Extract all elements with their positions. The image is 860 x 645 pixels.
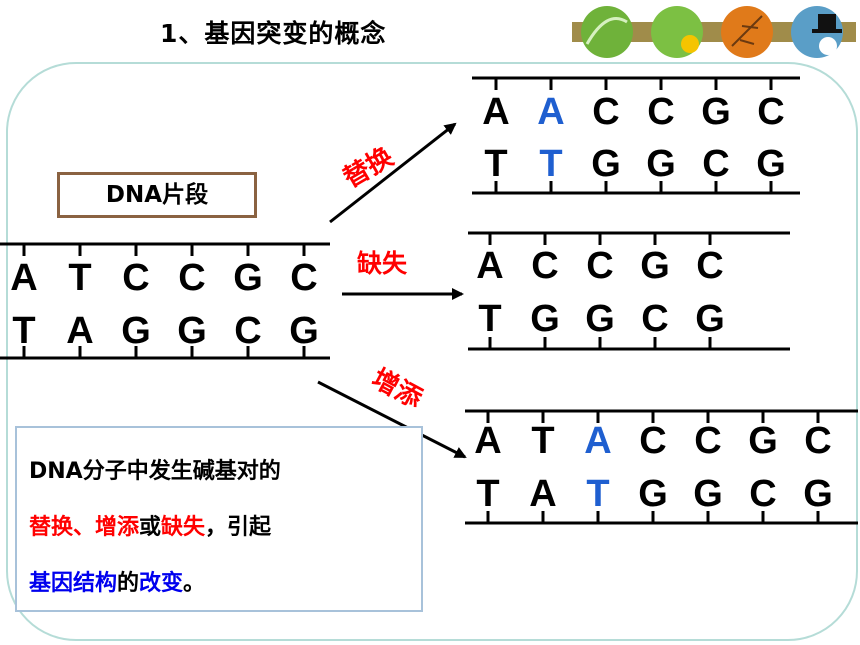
replace-label: 替换 — [339, 142, 400, 194]
description-line-1: DNA分子中发生碱基对的 — [29, 459, 281, 484]
description-box: DNA分子中发生碱基对的 替换、增添或缺失，引起 基因结构的改变。 — [15, 426, 423, 612]
bottom-base: T — [476, 473, 499, 515]
top-base: A — [10, 257, 37, 299]
top-base: C — [178, 257, 205, 299]
top-base: A — [584, 420, 611, 462]
top-base: C — [122, 257, 149, 299]
bottom-base: G — [646, 143, 676, 185]
bottom-base: A — [529, 473, 556, 515]
top-base: C — [586, 245, 613, 287]
top-base: G — [640, 245, 670, 287]
bottom-base: G — [756, 143, 786, 185]
bottom-base: G — [177, 310, 207, 352]
top-base: A — [482, 91, 509, 133]
top-base: C — [696, 245, 723, 287]
top-base: G — [748, 420, 778, 462]
bottom-base: G — [289, 310, 319, 352]
bottom-base: C — [749, 473, 776, 515]
insert-arrow — [317, 380, 467, 459]
bottom-base: C — [234, 310, 261, 352]
leaf-decoration — [572, 6, 856, 58]
top-base: C — [694, 420, 721, 462]
top-base: C — [639, 420, 666, 462]
bottom-base: G — [638, 473, 668, 515]
bottom-base: G — [585, 298, 615, 340]
top-base: G — [233, 257, 263, 299]
insert-label: 增添 — [367, 363, 428, 415]
bottom-base: C — [702, 143, 729, 185]
top-base: A — [474, 420, 501, 462]
top-base: A — [476, 245, 503, 287]
top-base: T — [68, 257, 91, 299]
top-base: C — [757, 91, 784, 133]
bottom-base: G — [695, 298, 725, 340]
top-base: C — [804, 420, 831, 462]
bottom-base: G — [121, 310, 151, 352]
bottom-base: G — [530, 298, 560, 340]
description-line-2: 替换、增添或缺失，引起 — [29, 515, 272, 540]
bottom-base: T — [478, 298, 501, 340]
top-base: C — [290, 257, 317, 299]
bottom-base: G — [803, 473, 833, 515]
slide-title: 1、基因突变的概念 — [160, 19, 387, 48]
top-base: C — [592, 91, 619, 133]
bottom-base: T — [539, 143, 562, 185]
top-base: T — [531, 420, 554, 462]
bottom-base: T — [12, 310, 35, 352]
top-base: A — [537, 91, 564, 133]
replace-arrow — [329, 122, 457, 224]
delete-label: 缺失 — [357, 249, 408, 278]
top-base: G — [701, 91, 731, 133]
description-line-3: 基因结构的改变。 — [29, 571, 206, 596]
bottom-base: G — [693, 473, 723, 515]
top-base: C — [647, 91, 674, 133]
bottom-base: A — [66, 310, 93, 352]
top-base: C — [531, 245, 558, 287]
bottom-base: C — [641, 298, 668, 340]
dna-fragment-label: DNA片段 — [57, 172, 257, 218]
bottom-base: T — [586, 473, 609, 515]
bottom-base: G — [591, 143, 621, 185]
bottom-base: T — [484, 143, 507, 185]
